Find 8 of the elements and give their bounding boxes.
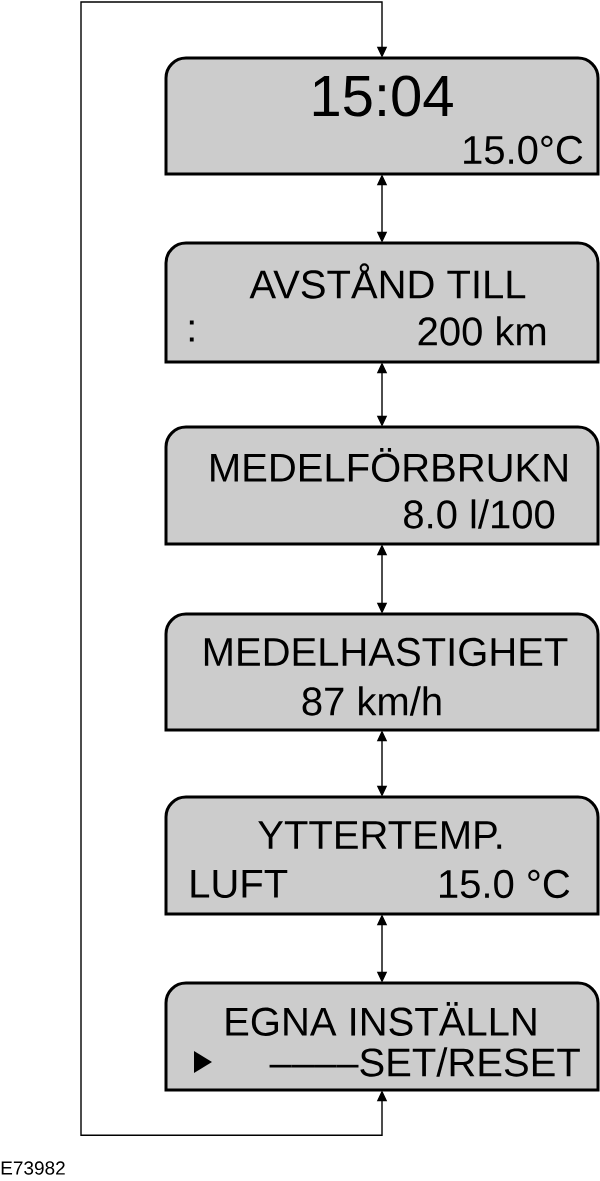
display-box: MEDELHASTIGHET 87 km/h xyxy=(164,612,600,732)
loop-arrow xyxy=(80,1,388,1136)
display-box: YTTERTEMP. LUFT 15.0 °C xyxy=(164,795,600,916)
figure-code: E73982 xyxy=(1,1161,65,1175)
display-box: 15:04 15.0°C xyxy=(164,56,600,176)
display-box: AVSTÅND TILL : 200 km xyxy=(164,241,600,364)
display-box: EGNA INSTÄLLN ––––SET/RESET xyxy=(164,981,600,1092)
display-box: MEDELFÖRBRUKN 8.0 l/100 xyxy=(164,425,600,546)
